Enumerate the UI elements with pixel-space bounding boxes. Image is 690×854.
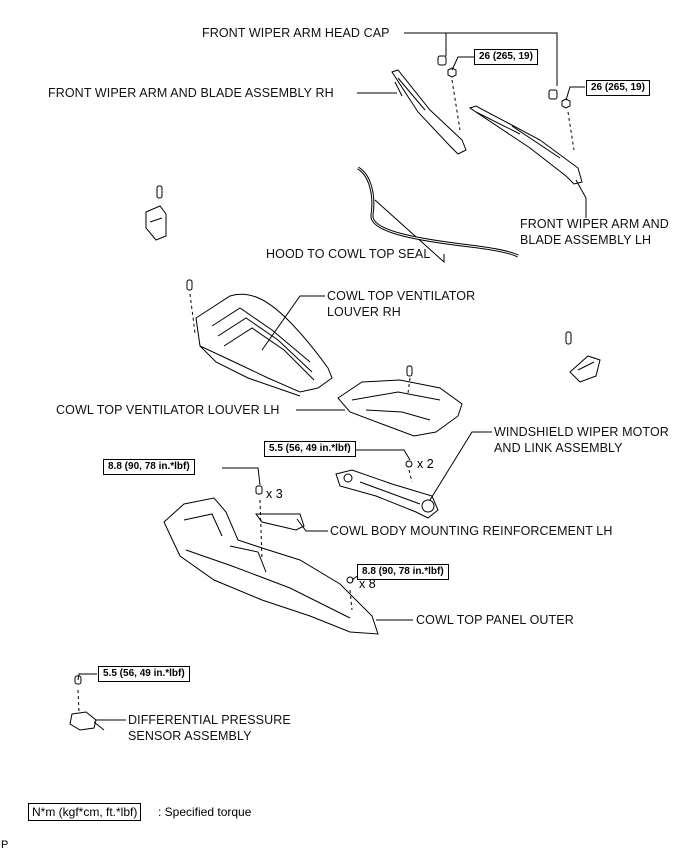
louver-rh bbox=[186, 279, 333, 397]
qty-reinforcement-bolts: x 3 bbox=[266, 487, 283, 501]
label-louver-rh-line2: LOUVER RH bbox=[327, 305, 401, 319]
clip-upper-left bbox=[145, 185, 167, 241]
label-wiper-motor-line1: WINDSHIELD WIPER MOTOR bbox=[494, 425, 669, 439]
wiper-arm-rh bbox=[391, 69, 467, 155]
torque-motor-bolts: 5.5 (56, 49 in.*lbf) bbox=[264, 441, 356, 457]
hood-seal bbox=[357, 166, 519, 258]
legend-unit-box: N*m (kgf*cm, ft.*lbf) bbox=[28, 803, 142, 821]
label-head-cap: FRONT WIPER ARM HEAD CAP bbox=[202, 26, 390, 40]
label-hood-seal: HOOD TO COWL TOP SEAL bbox=[266, 247, 431, 261]
label-wiper-motor-line2: AND LINK ASSEMBLY bbox=[494, 441, 623, 455]
label-arm-lh-line2: BLADE ASSEMBLY LH bbox=[520, 233, 652, 247]
cowl-reinforcement bbox=[255, 485, 305, 531]
torque-panel-bolts: 8.8 (90, 78 in.*lbf) bbox=[357, 564, 449, 580]
head-cap-lh bbox=[548, 89, 571, 109]
label-reinforcement: COWL BODY MOUNTING REINFORCEMENT LH bbox=[330, 524, 613, 538]
alignment-lines bbox=[77, 79, 575, 713]
label-louver-rh-line1: COWL TOP VENTILATOR bbox=[327, 289, 476, 303]
label-dp-sensor-line1: DIFFERENTIAL PRESSURE bbox=[128, 713, 291, 727]
label-arm-lh-line1: FRONT WIPER ARM AND bbox=[520, 217, 669, 231]
qty-panel-bolts: x 8 bbox=[359, 577, 376, 591]
torque-sensor-bolt: 5.5 (56, 49 in.*lbf) bbox=[98, 666, 190, 682]
dp-sensor bbox=[69, 675, 105, 731]
torque-reinforcement-bolts: 8.8 (90, 78 in.*lbf) bbox=[103, 459, 195, 475]
legend-unit-text: : Specified torque bbox=[158, 805, 252, 819]
louver-lh bbox=[337, 365, 463, 437]
label-dp-sensor-line2: SENSOR ASSEMBLY bbox=[128, 729, 252, 743]
label-arm-rh: FRONT WIPER ARM AND BLADE ASSEMBLY RH bbox=[48, 86, 334, 100]
torque-nut-lh: 26 (265, 19) bbox=[586, 80, 650, 96]
footer-code: P bbox=[1, 839, 9, 851]
clip-right bbox=[565, 331, 601, 383]
label-panel-outer: COWL TOP PANEL OUTER bbox=[416, 613, 574, 627]
torque-nut-rh: 26 (265, 19) bbox=[474, 49, 538, 65]
head-cap-rh bbox=[437, 55, 457, 78]
cowl-top-panel-outer bbox=[163, 497, 379, 635]
wiper-motor-link bbox=[335, 460, 439, 519]
qty-motor-bolts: x 2 bbox=[417, 457, 434, 471]
label-louver-lh: COWL TOP VENTILATOR LOUVER LH bbox=[56, 403, 280, 417]
wiper-arm-lh bbox=[468, 105, 583, 185]
